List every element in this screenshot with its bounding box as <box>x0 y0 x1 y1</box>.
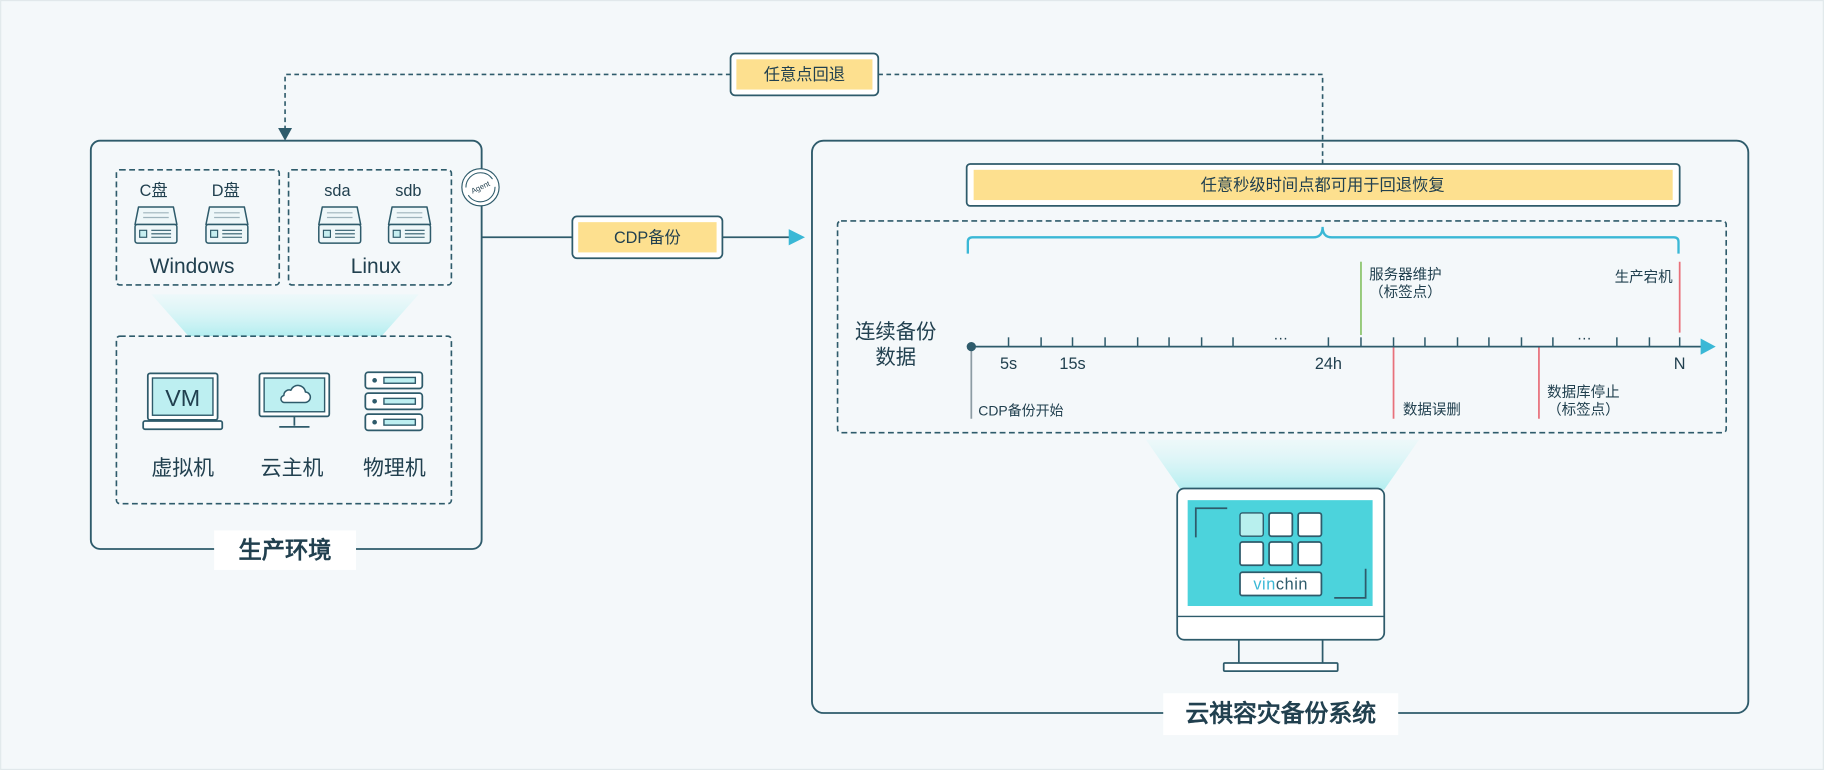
server-bay <box>383 376 417 384</box>
windows-label: Windows <box>150 255 235 278</box>
vm-screen-text: VM <box>165 385 200 411</box>
server-bay <box>383 397 417 405</box>
system-title: 云祺容灾备份系统 <box>1185 700 1376 728</box>
event-label-db-stopped: 数据库停止 <box>1547 384 1620 401</box>
rollback-dashed-line-left <box>284 73 731 130</box>
production-title-bg <box>214 530 357 570</box>
disk-icon <box>205 206 249 244</box>
event-tag-label: （标签点） <box>1547 402 1620 419</box>
server-icon <box>364 371 424 432</box>
logo-box <box>1239 571 1323 597</box>
timeline-label: 数据 <box>875 346 916 369</box>
timeline-brace <box>966 226 1680 254</box>
hosts-dashed-box <box>115 335 453 505</box>
logo-part-vin: vin <box>1253 575 1276 593</box>
disk-label-sda: sda <box>324 182 351 200</box>
rollback-connector <box>278 73 1324 166</box>
event-tag-label: （标签点） <box>1369 284 1442 301</box>
tick-label-24h: 24h <box>1315 355 1342 373</box>
cloud-icon <box>280 384 312 404</box>
windows-group: C盘 D盘 Windows <box>115 169 281 286</box>
production-environment: C盘 D盘 Windows sda sdb Linux Agent VM <box>89 139 500 570</box>
cdp-connector: CDP备份 <box>481 215 805 260</box>
timeline-dashed-box <box>836 220 1728 434</box>
disk-label-sdb: sdb <box>395 182 421 200</box>
banner-text: 任意秒级时间点都可用于回退恢复 <box>1201 176 1445 195</box>
linux-group: sda sdb Linux <box>287 169 453 286</box>
production-beam <box>151 294 419 337</box>
system-beam <box>1145 439 1420 490</box>
timeline-ellipsis: … <box>1273 326 1288 343</box>
linux-label: Linux <box>351 255 402 278</box>
tick-label-n: N <box>1674 355 1686 373</box>
app-tile <box>1297 512 1323 538</box>
laptop-icon: VM <box>142 372 224 431</box>
timeline-start-dot <box>966 341 976 352</box>
app-tile <box>1239 512 1264 537</box>
disk-icon <box>387 206 432 244</box>
event-label-server-maintenance: 服务器维护 <box>1369 267 1442 284</box>
arrow-down-icon <box>278 127 293 141</box>
disk-icon <box>134 206 178 244</box>
host-label-physical: 物理机 <box>363 457 426 480</box>
system-title-bg <box>1163 693 1399 736</box>
laptop-base <box>142 420 224 431</box>
host-label-vm: 虚拟机 <box>151 457 214 480</box>
timeline-ellipsis: … <box>1577 326 1592 343</box>
server-led <box>372 378 377 383</box>
agent-icon: Agent <box>461 168 500 207</box>
server-led <box>372 419 377 425</box>
logo-part-chin: chin <box>1276 575 1308 593</box>
windows-dashed-box <box>115 169 281 286</box>
laptop-screen <box>151 377 214 416</box>
server-bay <box>383 418 417 426</box>
app-tile <box>1239 541 1265 567</box>
host-label-cloud: 云主机 <box>261 457 324 480</box>
screen-corner-bottom-right <box>1334 568 1367 599</box>
screen-corner-top-left <box>1194 507 1228 538</box>
rollback-dashed-line-right <box>878 73 1324 166</box>
app-tile <box>1268 512 1294 538</box>
server-led <box>372 398 377 404</box>
monitor-icon: vinchin <box>1176 487 1386 673</box>
app-tile <box>1268 541 1294 567</box>
cloud-monitor-icon <box>258 372 331 428</box>
rollback-label: 任意点回退 <box>729 52 880 97</box>
event-label-data-deleted: 数据误删 <box>1403 402 1461 419</box>
rollback-label-fill <box>736 59 873 90</box>
disk-label-d: D盘 <box>212 181 240 200</box>
arrow-right-icon <box>1700 338 1716 355</box>
cdp-label-text: CDP备份 <box>614 229 681 247</box>
arrow-right-icon <box>788 229 805 246</box>
tick-label-15s: 15s <box>1059 355 1085 373</box>
disk-icon <box>318 206 362 244</box>
app-tile <box>1297 541 1323 567</box>
agent-outer-ring <box>461 168 500 207</box>
rollback-label-text: 任意点回退 <box>764 65 845 84</box>
cdp-label-fill <box>578 222 717 253</box>
tick-label-5s: 5s <box>1000 355 1017 373</box>
vinchin-logo: vinchin <box>1253 575 1308 593</box>
agent-inner-ring <box>465 172 496 203</box>
linux-dashed-box <box>287 169 453 286</box>
monitor-base <box>1222 662 1339 673</box>
event-label-production-down: 生产宕机 <box>1615 269 1674 286</box>
banner-fill <box>973 169 1673 201</box>
timeline-label: 连续备份 <box>855 321 936 344</box>
event-label-cdp-start: CDP备份开始 <box>978 403 1063 419</box>
backup-system: 任意秒级时间点都可用于回退恢复 连续备份 数据 <box>811 139 1750 736</box>
disk-label-c: C盘 <box>140 181 168 200</box>
timeline-ticks <box>1007 337 1681 347</box>
production-title: 生产环境 <box>239 537 332 563</box>
